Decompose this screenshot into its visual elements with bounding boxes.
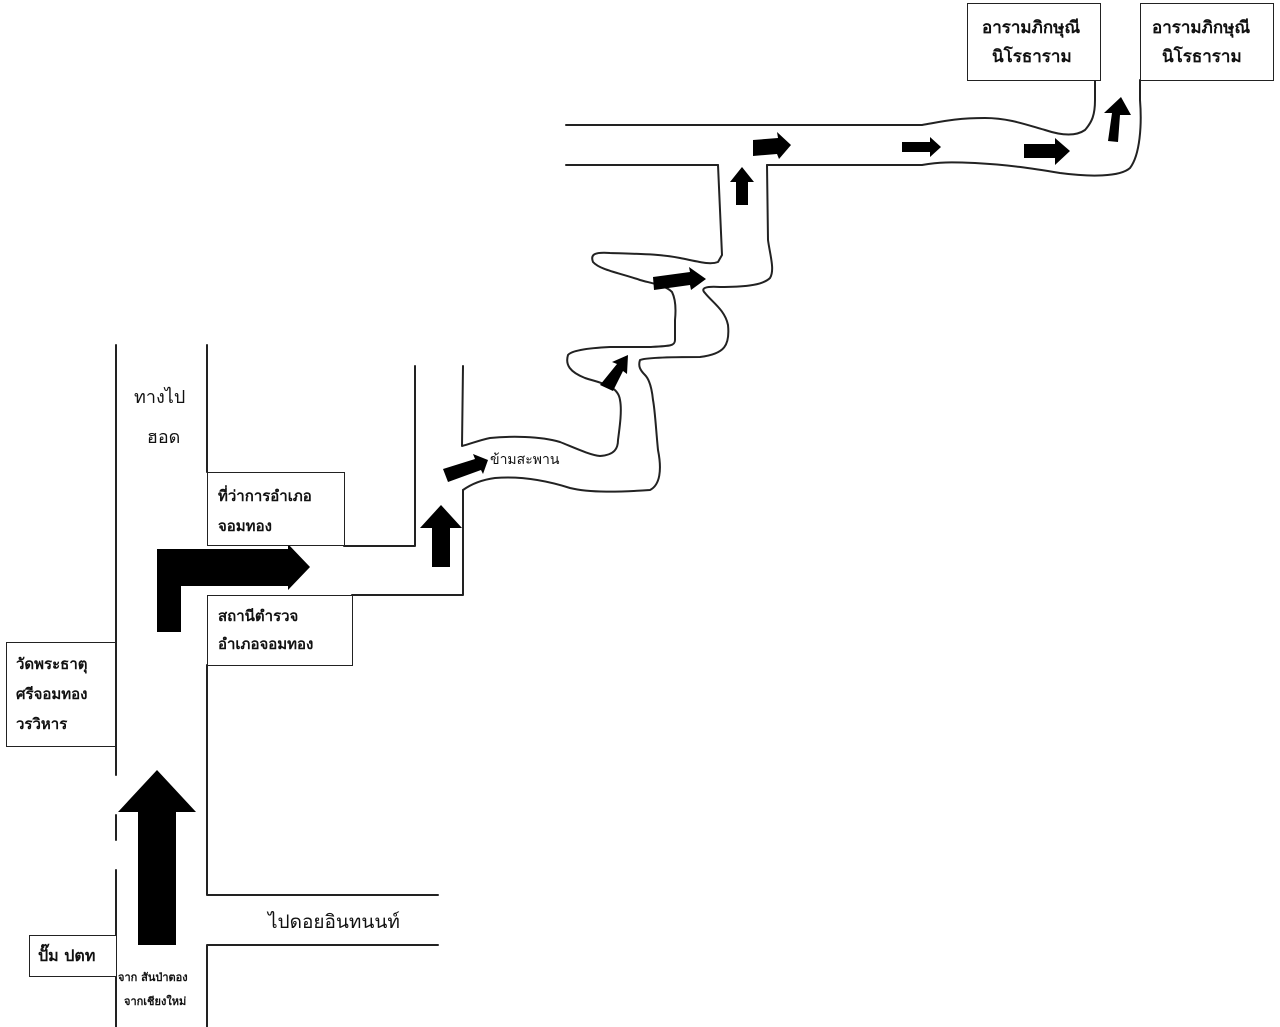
road-branch-lower-edge [351,489,464,596]
arrow-cross-bridge-icon [443,454,488,482]
road-upper-top-edge [565,79,1096,136]
label-from-origin: จาก สันป่าตอง จากเชียงใหม่ [118,966,188,1014]
label-line: ฮอด [146,427,181,448]
arrow-right-main-2-icon [902,137,941,157]
label-line: ข้ามสะพาน [490,452,560,468]
arrow-final-up-icon [1104,97,1131,142]
arrow-winding-1-icon [600,355,628,391]
road-upper-bottom-edge [565,79,1142,177]
landmark-line: ศรีจอมทอง [16,685,88,703]
arrow-up-to-bridge-icon [420,505,462,567]
start-arrow-up-icon [118,770,196,945]
arrow-winding-2-icon [653,267,706,290]
landmark-gas-station: ปั๊ม ปตท [29,935,117,977]
landmark-line: นิโรธาราม [992,47,1072,67]
landmark-line: นิโรธาราม [1162,47,1242,67]
landmark-line: อารามภิกษุณี [982,18,1081,38]
landmark-nirodharam-right: อารามภิกษุณี นิโรธาราม [1140,3,1274,81]
arrow-up-to-main-icon [730,167,754,205]
landmark-district-office: ที่ว่าการอำเภอ จอมทอง [207,472,345,546]
landmark-line: วรวิหาร [16,715,68,733]
label-cross-bridge: ข้ามสะพาน [490,448,559,472]
label-line: ทางไป [134,387,186,408]
road-main-right-edge-mid [206,664,439,896]
landmark-nirodharam-left: อารามภิกษุณี นิโรธาราม [967,3,1101,81]
landmark-line: ปั๊ม ปตท [38,946,96,965]
landmark-police-station: สถานีตำรวจ อำเภอจอมทอง [207,595,353,666]
landmark-temple: วัดพระธาตุ ศรีจอมทอง วรวิหาร [6,642,116,747]
arrow-right-main-3-icon [1024,138,1070,165]
landmark-line: จอมทอง [218,517,272,535]
label-line: ไปดอยอินทนนท์ [268,911,400,933]
landmark-line: วัดพระธาตุ [16,655,88,673]
road-winding-left-edge [461,164,723,457]
label-line: จากเชียงใหม่ [124,995,187,1008]
landmark-line: อำเภอจอมทอง [218,635,314,653]
road-branch-upper-edge [343,365,416,547]
label-to-doi-inthanon: ไปดอยอินทนนท์ [268,906,400,938]
turn-right-arrow-icon [157,544,310,632]
landmark-line: สถานีตำรวจ [218,607,299,625]
landmark-line: อารามภิกษุณี [1152,18,1251,38]
road-doi-inthanon-lower-edge [206,944,439,1027]
landmark-line: ที่ว่าการอำเภอ [218,487,312,505]
label-line: จาก สันป่าตอง [118,971,188,984]
road-winding-right-edge [462,164,774,493]
label-to-hot: ทางไป ฮอด [134,378,185,458]
arrow-right-main-1-icon [753,132,791,159]
